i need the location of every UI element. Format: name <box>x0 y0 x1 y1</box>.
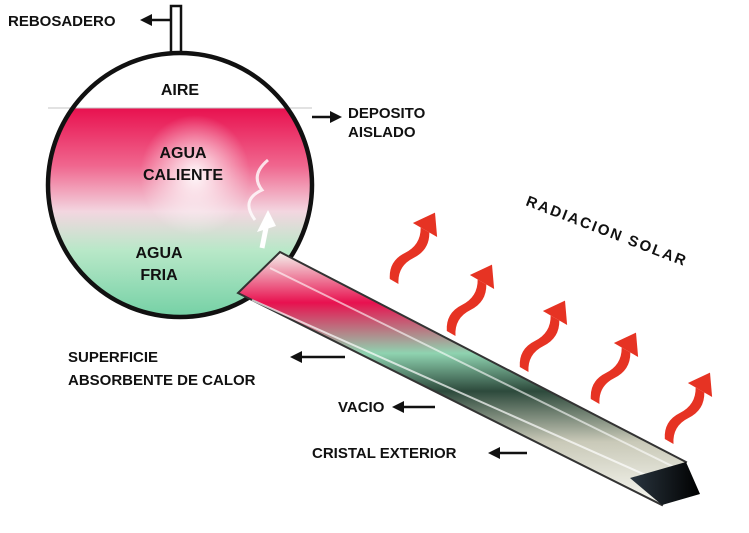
label-agua-caliente-1: AGUA <box>159 145 207 162</box>
label-aire: AIRE <box>161 82 200 99</box>
label-vacio: VACIO <box>338 399 385 416</box>
label-radiacion-solar: RADIACION SOLAR <box>524 193 690 270</box>
wavy-down-arrow-icon <box>389 212 438 284</box>
label-superficie-1: SUPERFICIE <box>68 349 158 366</box>
leader-arrows <box>140 14 527 459</box>
solar-radiation-arrows <box>389 212 713 444</box>
wavy-down-arrow-icon <box>664 372 713 444</box>
left-arrow-icon <box>140 14 170 26</box>
label-agua-caliente-2: CALIENTE <box>143 167 223 184</box>
label-deposito: DEPOSITO <box>348 105 426 122</box>
evacuated-tube <box>236 250 700 507</box>
left-arrow-icon <box>488 447 527 459</box>
wavy-down-arrow-icon <box>590 332 639 404</box>
label-superficie-2: ABSORBENTE DE CALOR <box>68 372 256 389</box>
left-arrow-icon <box>392 401 435 413</box>
label-agua-fria-1: AGUA <box>135 245 183 262</box>
label-rebosadero: REBOSADERO <box>8 13 116 30</box>
label-aislado: AISLADO <box>348 124 416 141</box>
right-arrow-icon <box>312 111 342 123</box>
label-cristal-exterior: CRISTAL EXTERIOR <box>312 445 457 462</box>
convection-arrow-icon <box>257 210 276 249</box>
overflow-pipe <box>169 4 183 58</box>
wavy-down-arrow-icon <box>446 264 495 336</box>
left-arrow-icon <box>290 351 345 363</box>
label-agua-fria-2: FRIA <box>140 267 178 284</box>
wavy-down-arrow-icon <box>519 300 568 372</box>
